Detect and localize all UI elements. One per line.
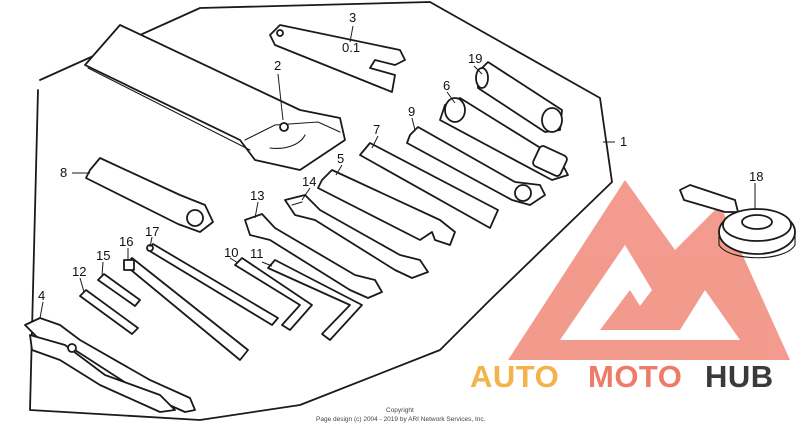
part-number-19: 19: [468, 51, 482, 66]
watermark-auto: AUTO: [470, 359, 559, 394]
tool-15-screwdriver-tip: [97, 273, 141, 307]
part-number-1: 1: [620, 134, 627, 149]
tool-10-hex-key: [234, 257, 313, 331]
tool-tray-outline: [29, 1, 613, 421]
tool-3-bar-wrench: 0.1: [269, 24, 406, 93]
part-number-10: 10: [224, 245, 238, 260]
watermark-logo: [508, 180, 790, 360]
tool-8-wrench: [85, 157, 214, 233]
part-number-15: 15: [96, 248, 110, 263]
part-number-18: 18: [749, 169, 763, 184]
copyright-line1: Copyright: [386, 407, 414, 414]
part-number-11: 11: [250, 246, 264, 261]
part-number-labels: 3 2 1 19 6 9 7 5 14 13 8 10 11 17 16 15 …: [38, 10, 763, 303]
tool-6-box-wrench: [439, 97, 569, 181]
tool-11-hex-key: [267, 259, 363, 341]
tool-7-flat-bar: [359, 142, 499, 229]
part-number-7: 7: [373, 122, 380, 137]
tool3-stamp: 0.1: [342, 40, 360, 55]
tool-14-combination-wrench: [284, 194, 429, 279]
watermark-moto: MOTO: [588, 359, 682, 394]
leader-lines: [39, 25, 756, 319]
part-number-16: 16: [119, 234, 133, 249]
part-number-5: 5: [337, 151, 344, 166]
part-number-14: 14: [302, 174, 316, 189]
tool-18-screwdriver-handle: [679, 184, 796, 259]
tool-17-screwdriver-shaft: [146, 243, 279, 326]
part-number-13: 13: [250, 188, 264, 203]
part-number-8: 8: [60, 165, 67, 180]
part-number-3: 3: [349, 10, 356, 25]
copyright-line2: Page design (c) 2004 - 2019 by ARI Netwo…: [316, 416, 486, 423]
part-number-9: 9: [408, 104, 415, 119]
tool-bag: [84, 24, 346, 171]
tool-13-combination-wrench: [244, 213, 383, 299]
watermark-wordmark: AUTO MOTO HUB: [470, 359, 774, 394]
tool-9-ring-wrench: [406, 126, 546, 206]
watermark-hub: HUB: [705, 359, 774, 394]
part-number-4: 4: [38, 288, 45, 303]
tool-19-socket: [475, 61, 563, 133]
part-number-6: 6: [443, 78, 450, 93]
copyright-notice: Copyright Page design (c) 2004 - 2019 by…: [316, 407, 486, 423]
tool-16-screwdriver-shaft: [123, 257, 249, 361]
part-number-2: 2: [274, 58, 281, 73]
part-number-17: 17: [145, 224, 159, 239]
tool-5-hook-spanner: [317, 169, 456, 246]
part-number-12: 12: [72, 264, 86, 279]
tool-4-pliers: [24, 317, 196, 413]
